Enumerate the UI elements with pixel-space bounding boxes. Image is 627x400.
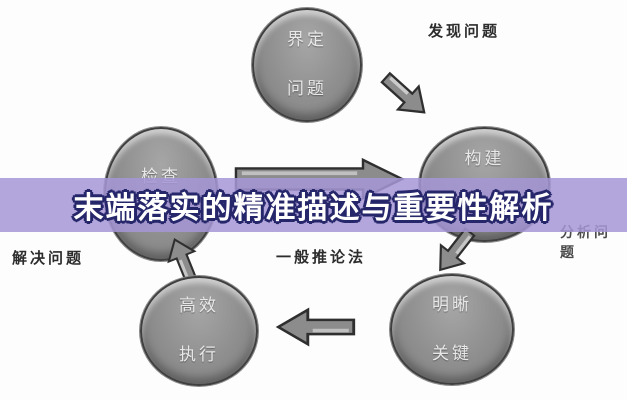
circle-execute-line2: 执行 bbox=[179, 345, 219, 366]
circle-define-problem: 界定 问题 bbox=[252, 8, 362, 122]
circle-clarify-label: 明晰 关键 bbox=[432, 293, 472, 367]
circle-execute-label: 高效 执行 bbox=[179, 294, 219, 368]
circle-clarify-key: 明晰 关键 bbox=[390, 274, 514, 385]
label-general-inference: 一般推论法 bbox=[276, 248, 367, 266]
circle-define-label: 界定 问题 bbox=[287, 28, 327, 102]
circle-clarify-line1: 明晰 bbox=[432, 294, 472, 315]
circle-build-label: 构建 bbox=[464, 149, 505, 169]
banner-title-text: 末端落实的精准描述与重要性解析 bbox=[73, 191, 554, 226]
circle-clarify-line2: 关键 bbox=[432, 343, 472, 364]
label-discover-problem: 发现问题 bbox=[428, 22, 501, 40]
circle-define-line1: 界定 bbox=[287, 30, 327, 51]
arrow-up-left-icon bbox=[158, 231, 208, 288]
arrow-down-left-icon bbox=[425, 219, 485, 282]
label-solve-problem: 解决问题 bbox=[12, 249, 85, 267]
circle-define-line2: 问题 bbox=[287, 79, 327, 100]
title-banner: 末端落实的精准描述与重要性解析 bbox=[0, 178, 627, 232]
circle-execute-line1: 高效 bbox=[179, 296, 219, 317]
circle-efficient-execute: 高效 执行 bbox=[140, 276, 258, 386]
arrow-down-right-icon bbox=[371, 62, 438, 128]
arrow-left-icon bbox=[275, 307, 357, 347]
